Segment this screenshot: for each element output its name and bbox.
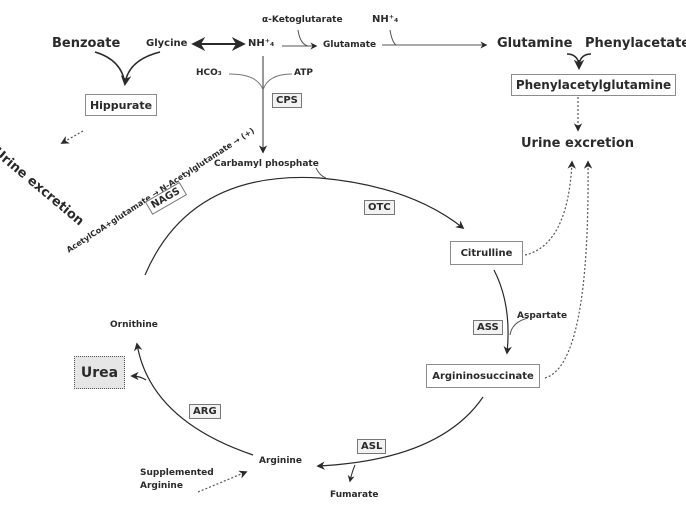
enzyme-ass: ASS bbox=[473, 320, 503, 335]
glutamine-label: Glutamine bbox=[497, 36, 573, 51]
carbamyl-phosphate-label: Carbamyl phosphate bbox=[214, 159, 319, 169]
enzyme-cps: CPS bbox=[272, 93, 302, 108]
fumarate-label: Fumarate bbox=[330, 490, 379, 500]
enzyme-arg: ARG bbox=[189, 404, 221, 419]
citrulline-urine-arrow bbox=[524, 160, 576, 256]
aspartate-join bbox=[509, 317, 529, 336]
benzoate-curve bbox=[94, 51, 126, 85]
glutamate-label: Glutamate bbox=[323, 40, 377, 50]
arc-carbamyl-citrulline bbox=[144, 176, 465, 276]
enzyme-otc: OTC bbox=[364, 200, 395, 215]
carbamyl-join bbox=[315, 167, 327, 179]
argininosuccinate-node: Argininosuccinate bbox=[426, 364, 540, 388]
supplemented-arginine-line2: Arginine bbox=[140, 481, 183, 491]
glycine-curve bbox=[120, 51, 161, 87]
nh4-right-label: NH⁺₄ bbox=[372, 14, 399, 25]
arc-argininosuccinate-arginine bbox=[316, 396, 484, 470]
argininosuccinate-urine-arrow bbox=[544, 160, 593, 379]
fumarate-branch bbox=[347, 464, 356, 483]
phenylacetate-label: Phenylacetate bbox=[585, 36, 686, 51]
arc-arginine-ornithine bbox=[133, 342, 254, 456]
glycine-label: Glycine bbox=[146, 38, 188, 49]
urea-branch bbox=[130, 371, 147, 381]
hco3-label: HCO₃ bbox=[196, 68, 222, 78]
hippurate-urine-arrow bbox=[60, 130, 84, 144]
alpha-ketoglutarate-label: α-Ketoglutarate bbox=[262, 15, 343, 25]
arginine-label: Arginine bbox=[259, 456, 302, 466]
aspartate-label: Aspartate bbox=[517, 311, 568, 321]
nh4-right-branch bbox=[389, 29, 397, 46]
supplemented-arginine-line1: Supplemented bbox=[140, 468, 214, 478]
benzoate-label: Benzoate bbox=[52, 36, 121, 51]
urine-excretion-right: Urine excretion bbox=[521, 136, 635, 151]
atp-curve bbox=[262, 73, 293, 91]
supplemented-arginine-arrow bbox=[197, 470, 248, 493]
arc-citrulline-argininosuccinate bbox=[493, 269, 512, 355]
enzyme-asl: ASL bbox=[357, 439, 387, 454]
hippurate-node: Hippurate bbox=[85, 94, 157, 116]
atp-label: ATP bbox=[294, 68, 314, 78]
hco3-curve bbox=[228, 73, 264, 91]
nh4-label: NH⁺₄ bbox=[248, 38, 275, 49]
citrulline-node: Citrulline bbox=[450, 241, 523, 265]
ketoglutarate-branch bbox=[297, 29, 309, 47]
urea-node: Urea bbox=[74, 356, 125, 389]
phenylacetylglutamine-node: Phenylacetylglutamine bbox=[511, 74, 676, 96]
ornithine-label: Ornithine bbox=[110, 320, 158, 330]
